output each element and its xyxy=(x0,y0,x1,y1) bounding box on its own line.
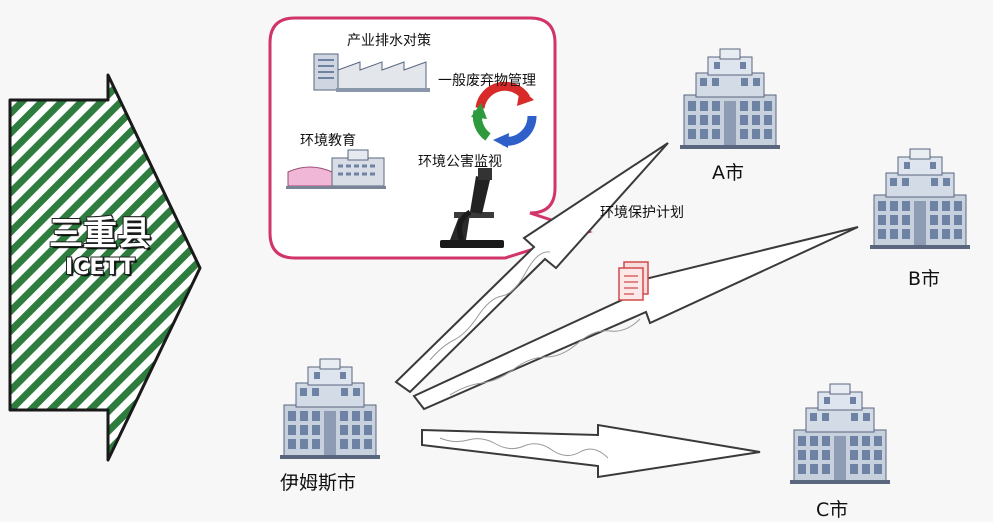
source-arrow xyxy=(8,73,202,462)
city-c-label: C市 xyxy=(816,499,849,521)
city-a-building-icon xyxy=(679,48,781,150)
origin-city-label: 伊姆斯市 xyxy=(280,472,357,494)
city-c-building-icon xyxy=(789,383,891,485)
school-icon xyxy=(286,149,386,189)
pollution-monitoring-label: 环境公害监视 xyxy=(418,154,502,170)
environmental-plan-label: 环境保护计划 xyxy=(600,205,684,221)
city-b-label: B市 xyxy=(908,268,941,290)
ministry-label: 三重县 ICETT xyxy=(20,214,180,282)
ministry-name: 三重县 xyxy=(49,214,151,254)
recycle-icon xyxy=(471,81,537,148)
arrow-to-c xyxy=(421,423,761,479)
waste-management-label: 一般废弃物管理 xyxy=(438,73,536,89)
factory-icon xyxy=(313,53,430,92)
document-icon xyxy=(618,261,649,301)
ministry-org: ICETT xyxy=(65,255,135,280)
city-b-building-icon xyxy=(869,148,971,250)
origin-city-building-icon xyxy=(279,358,381,460)
education-label: 环境教育 xyxy=(300,133,356,149)
wastewater-label: 产业排水对策 xyxy=(347,33,431,49)
city-a-label: A市 xyxy=(712,162,744,184)
arrow-to-a xyxy=(394,142,669,394)
microscope-icon xyxy=(440,168,504,248)
